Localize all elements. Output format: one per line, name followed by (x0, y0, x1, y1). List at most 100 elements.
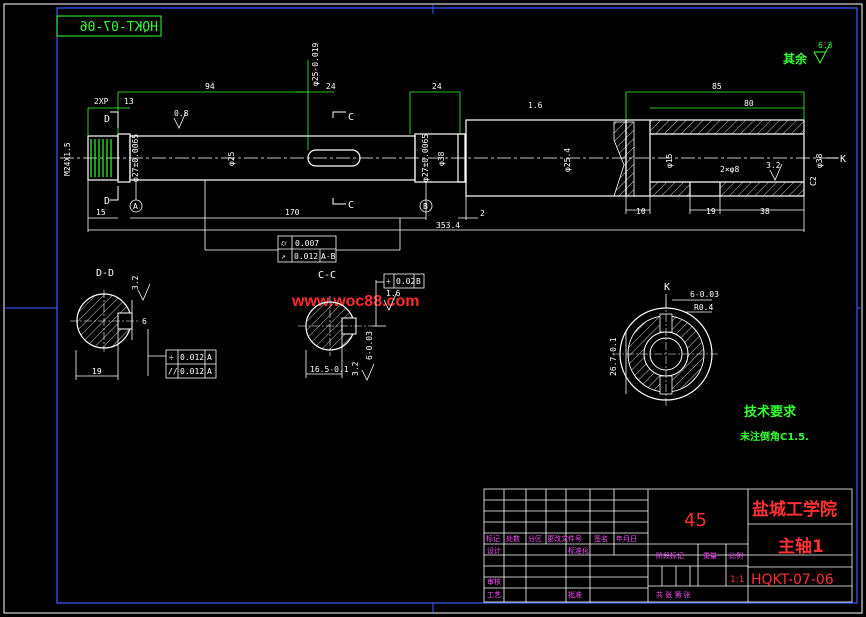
section-dd-dim-6: 6 (142, 317, 147, 326)
datum-b: B (423, 202, 428, 211)
dim-2xp: 2XP (94, 97, 109, 106)
tol-dd-datum-1: A (207, 353, 212, 362)
dim-15: 15 (96, 208, 106, 217)
tech-req-title: 技术要求 (744, 404, 797, 420)
tol-cc-datum-1: B (416, 277, 421, 286)
tolerance-frame-cc (383, 273, 425, 289)
dim-m24: M24X1.5 (63, 142, 72, 176)
tb-weight: 重量 (703, 552, 717, 560)
section-cc-roughness-2: 3.2 (351, 361, 360, 376)
tolerance-frame-main (277, 235, 337, 263)
view-k-dim-r0-4: R0.4 (694, 303, 713, 312)
section-c-bottom: C (348, 200, 354, 211)
tb-design: 设计 (487, 546, 501, 555)
dim-13: 13 (124, 97, 134, 106)
section-cc-dim-6: 6-0.03 (365, 331, 374, 360)
title-block: 标记 处数 分区 更改文件号 签名 年月日 设计 标准化 审核 工艺 批准 阶段… (483, 488, 853, 603)
section-c-top: C (348, 112, 354, 123)
section-d-bottom: D (104, 196, 110, 207)
dim-85: 85 (712, 82, 722, 91)
tb-process: 工艺 (487, 591, 501, 599)
section-dd-roughness: 3.2 (131, 275, 140, 290)
mirrored-code-text: HQKT-07-06 (80, 20, 158, 35)
chamfer-c2: C2 (809, 176, 818, 186)
tb-material: 45 (684, 510, 707, 531)
tb-review: 审核 (487, 577, 501, 586)
tolerance-frame-dd (165, 349, 217, 379)
tb-label-sign: 签名 (594, 534, 608, 543)
dim-94: 94 (205, 82, 215, 91)
surface-rest-value: 6.3 (818, 41, 833, 50)
tol-cc-val-1: 0.02 (396, 277, 415, 286)
roughness-3-2: 3.2 (766, 161, 781, 170)
dim-phi25-4: φ25.4 (563, 148, 572, 172)
tol-main-val-2: 0.012 (294, 252, 318, 261)
view-k-dim-26-7: 26.7-0.1 (609, 337, 618, 376)
dim-80: 80 (744, 99, 754, 108)
section-cc-title: C-C (318, 270, 336, 281)
tol-cc-sym-1: ÷ (386, 277, 391, 286)
dim-2: 2 (480, 209, 485, 218)
tol-dd-sym-2: // (168, 367, 178, 376)
tol-dd-val-2: 0.012 (180, 367, 204, 376)
tol-dd-datum-2: A (207, 367, 212, 376)
section-dd-view: D-D 3.2 6 19 ÷ 0.012 A // 0.012 A (70, 268, 217, 380)
dim-phi38b: φ38 (815, 153, 824, 168)
main-shaft-view: 2XP 13 94 φ25-0.019 24 24 85 80 1.6 M24X… (60, 42, 846, 263)
tol-main-datum-2: A-B (321, 252, 336, 261)
dim-24b: 24 (432, 82, 442, 91)
tb-school: 盐城工学院 (752, 499, 837, 520)
tb-scale: 1:1 (730, 575, 744, 585)
tb-label-mark: 标记 (486, 534, 500, 543)
roughness-symbol-rest: 6.3 (813, 41, 833, 65)
tb-stage-mark: 阶段标记 (656, 551, 684, 560)
tech-req-line1: 未注倒角C1.5. (739, 430, 809, 443)
dim-phi15: φ15 (665, 153, 674, 168)
tb-ratio: 比例 (729, 551, 743, 560)
dim-170: 170 (285, 208, 300, 217)
tol-main-sym-2: ↗ (281, 252, 286, 261)
section-dd-title: D-D (96, 268, 114, 279)
tol-main-val-1: 0.007 (295, 239, 319, 248)
section-cc-view: C-C 1.6 3.2 16.5-0.1 6-0.03 ÷ 0.02 B (298, 270, 425, 381)
dim-19: 19 (706, 207, 716, 216)
dim-2phi8: 2×φ8 (720, 165, 739, 174)
dim-phi27a: φ27±0.0065 (131, 134, 140, 182)
view-k-title: K (664, 282, 670, 293)
tb-part-name: 主轴1 (778, 536, 824, 557)
tol-dd-val-1: 0.012 (180, 353, 204, 362)
tb-sheets: 共 张 第 张 (656, 590, 691, 599)
mirrored-code: HQKT-07-06 (56, 15, 162, 37)
tb-approve: 批准 (568, 590, 582, 599)
tb-standardization: 标准化 (568, 546, 589, 555)
view-k: K 6-0.03 R0.4 26.7-0.1 (609, 282, 720, 408)
section-d-top: D (104, 114, 110, 125)
dim-phi38a: φ38 (437, 151, 446, 166)
view-k-arrow: K (840, 154, 846, 165)
tol-main-sym-1: ⌭ (281, 239, 287, 248)
section-cc-dim-16-5: 16.5-0.1 (310, 365, 349, 374)
dim-1-6: 1.6 (528, 101, 543, 110)
section-dd-dim-19: 19 (92, 367, 102, 376)
tb-label-count: 处数 (506, 534, 520, 543)
section-cc-roughness-1: 1.6 (386, 289, 401, 298)
tb-code: HQKT-07-06 (751, 572, 834, 588)
tb-label-change: 更改文件号 (547, 534, 582, 543)
dim-phi25-tol: φ25-0.019 (311, 42, 320, 86)
dim-10: 10 (636, 207, 646, 216)
dim-phi27b: φ27±0.0065 (421, 134, 430, 182)
dim-24a: 24 (326, 82, 336, 91)
roughness-0-8: 0.8 (174, 109, 189, 118)
inner-frame (56, 7, 858, 604)
surface-rest-label: 其余 (783, 51, 808, 66)
centering-marks (4, 4, 862, 613)
datum-a: A (133, 202, 138, 211)
tb-label-zone: 分区 (528, 534, 542, 543)
tb-label-date: 年月日 (616, 534, 637, 543)
dim-phi25: φ25 (227, 151, 236, 166)
view-k-dim-6: 6-0.03 (690, 290, 719, 299)
tol-dd-sym-1: ÷ (169, 353, 174, 362)
dim-38: 38 (760, 207, 770, 216)
